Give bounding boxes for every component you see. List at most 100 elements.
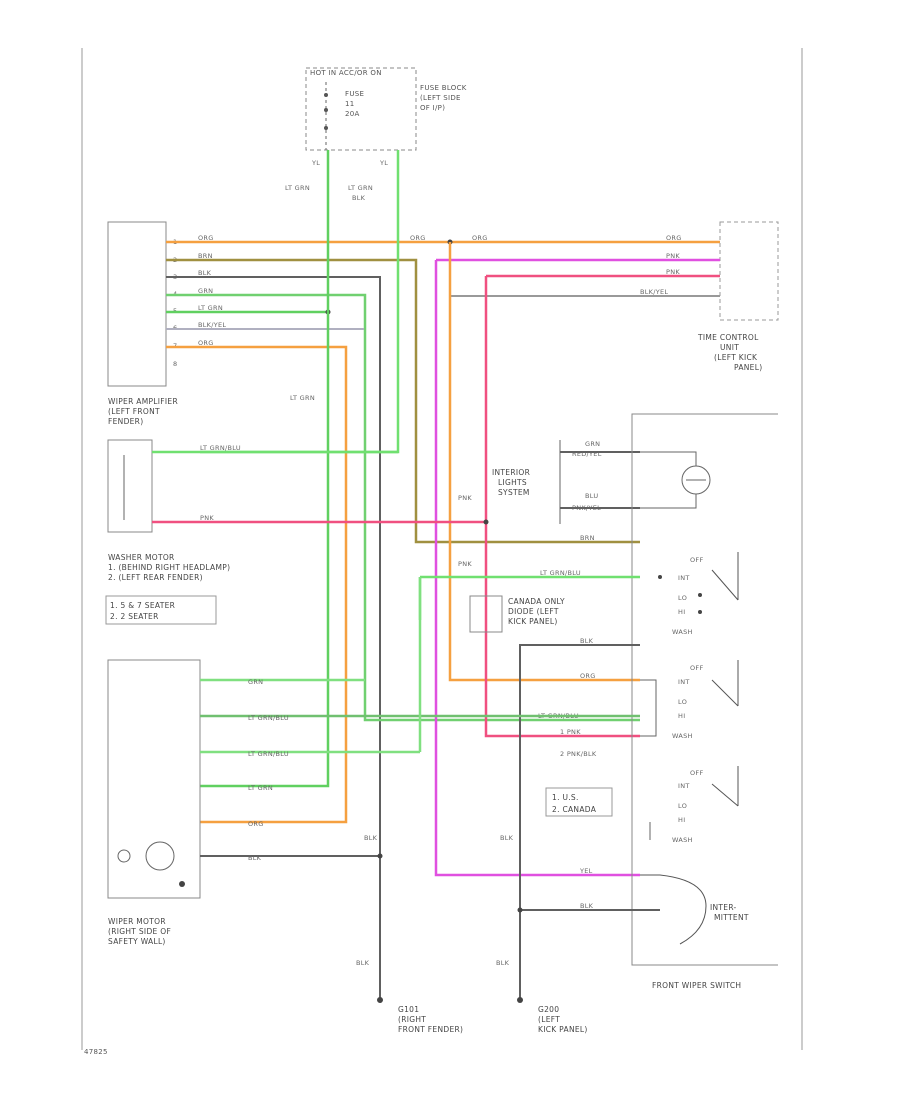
- svg-text:HI: HI: [678, 816, 685, 824]
- svg-text:WIPER MOTOR: WIPER MOTOR: [108, 917, 166, 926]
- svg-text:(LEFT KICK: (LEFT KICK: [714, 353, 758, 362]
- switch-section-3: OFF INT LO HI WASH: [649, 766, 739, 844]
- front-wiper-switch: FRONT WIPER SWITCH: [631, 413, 778, 990]
- svg-text:BLK/YEL: BLK/YEL: [198, 321, 226, 329]
- svg-text:(RIGHT SIDE OF: (RIGHT SIDE OF: [108, 927, 171, 936]
- ground-g101: BLK BLK G101 (RIGHT FRONT FENDER): [356, 834, 463, 1034]
- svg-text:LT GRN/BLU: LT GRN/BLU: [540, 569, 581, 577]
- svg-text:BLK: BLK: [352, 194, 366, 202]
- svg-text:1. U.S.: 1. U.S.: [552, 793, 579, 802]
- svg-text:G101: G101: [398, 1005, 419, 1014]
- svg-text:MITTENT: MITTENT: [714, 913, 749, 922]
- svg-text:LT GRN: LT GRN: [248, 784, 273, 792]
- svg-text:(RIGHT: (RIGHT: [398, 1015, 426, 1024]
- ground-g200: BLK BLK G200 (LEFT KICK PANEL): [496, 834, 588, 1034]
- svg-text:PANEL): PANEL): [734, 363, 762, 372]
- fuse-feed-wires: LT GRN: [200, 150, 400, 788]
- hot-in-acc-label: HOT IN ACC/OR ON: [310, 69, 382, 77]
- svg-text:INTER-: INTER-: [710, 903, 737, 912]
- org-vertical-wire: [448, 242, 640, 682]
- svg-text:LO: LO: [678, 594, 687, 602]
- svg-text:PNK: PNK: [666, 268, 680, 276]
- svg-text:LIGHTS: LIGHTS: [498, 478, 527, 487]
- svg-text:HI: HI: [678, 712, 685, 720]
- canada-box: 1. U.S. 2. CANADA: [545, 787, 613, 817]
- svg-text:2. (LEFT REAR FENDER): 2. (LEFT REAR FENDER): [108, 573, 203, 582]
- svg-text:1 PNK: 1 PNK: [560, 728, 581, 736]
- svg-text:FENDER): FENDER): [108, 417, 143, 426]
- svg-text:INT: INT: [678, 678, 690, 686]
- svg-text:YEL: YEL: [579, 867, 593, 875]
- svg-text:LO: LO: [678, 698, 687, 706]
- svg-text:FUSE: FUSE: [345, 90, 364, 98]
- svg-text:OFF: OFF: [690, 556, 704, 564]
- svg-text:WASHER MOTOR: WASHER MOTOR: [108, 553, 175, 562]
- svg-text:LT GRN/BLU: LT GRN/BLU: [248, 714, 289, 722]
- fuse-block: HOT IN ACC/OR ON FUSE 11 20A FUSE BLOCK …: [285, 67, 467, 202]
- svg-text:(LEFT: (LEFT: [538, 1015, 560, 1024]
- svg-text:FRONT WIPER SWITCH: FRONT WIPER SWITCH: [652, 981, 741, 990]
- svg-text:INTERIOR: INTERIOR: [492, 468, 530, 477]
- svg-text:ORG: ORG: [410, 234, 426, 242]
- svg-text:RED/YEL: RED/YEL: [572, 450, 602, 458]
- svg-text:LT GRN/BLU: LT GRN/BLU: [248, 750, 289, 758]
- svg-text:LT GRN: LT GRN: [285, 184, 310, 192]
- wiper-motor: GRN LT GRN/BLU LT GRN/BLU LT GRN ORG BLK…: [107, 659, 640, 946]
- svg-text:BLK: BLK: [580, 902, 594, 910]
- svg-text:SYSTEM: SYSTEM: [498, 488, 530, 497]
- svg-text:BLK: BLK: [364, 834, 378, 842]
- svg-text:GRN: GRN: [198, 287, 213, 295]
- svg-text:KICK PANEL): KICK PANEL): [538, 1025, 588, 1034]
- svg-text:BLK/YEL: BLK/YEL: [640, 288, 668, 296]
- canada-diode: CANADA ONLY DIODE (LEFT KICK PANEL): [469, 595, 565, 633]
- svg-text:BLU: BLU: [585, 492, 598, 500]
- svg-text:ORG: ORG: [248, 820, 264, 828]
- svg-text:WASH: WASH: [672, 836, 693, 844]
- svg-text:(LEFT SIDE: (LEFT SIDE: [420, 94, 461, 102]
- svg-text:1. 5 & 7 SEATER: 1. 5 & 7 SEATER: [110, 601, 175, 610]
- svg-text:HI: HI: [678, 608, 685, 616]
- svg-text:TIME CONTROL: TIME CONTROL: [697, 333, 759, 342]
- svg-text:PNK: PNK: [458, 560, 472, 568]
- svg-text:PNK: PNK: [200, 514, 214, 522]
- svg-text:11: 11: [345, 100, 355, 108]
- wiper-amplifier: 1 2 3 4 5 6 7 8 WIPER AMPLIFIER (LEFT FR…: [107, 221, 178, 426]
- interior-lights: GRN RED/YEL BLU PNK/YEL INTERIOR LIGHTS …: [492, 440, 640, 524]
- svg-text:2. CANADA: 2. CANADA: [552, 805, 597, 814]
- magenta-wire: [434, 260, 640, 877]
- diagram-code: 47825: [84, 1048, 108, 1056]
- svg-text:20A: 20A: [345, 110, 360, 118]
- svg-text:DIODE (LEFT: DIODE (LEFT: [508, 607, 559, 616]
- svg-text:ORG: ORG: [198, 234, 214, 242]
- svg-text:ORG: ORG: [580, 672, 596, 680]
- amp-wires: ORG ORG ORG ORG BRN BRN BLK GRN LT GRN B…: [166, 234, 720, 1000]
- washer-motor: WASHER MOTOR 1. (BEHIND RIGHT HEADLAMP) …: [107, 439, 230, 582]
- svg-text:FRONT FENDER): FRONT FENDER): [398, 1025, 463, 1034]
- svg-text:PNK/YEL: PNK/YEL: [572, 504, 601, 512]
- svg-text:(LEFT FRONT: (LEFT FRONT: [108, 407, 160, 416]
- svg-text:LT GRN/BLU: LT GRN/BLU: [200, 444, 241, 452]
- svg-text:8: 8: [173, 360, 177, 368]
- svg-text:INT: INT: [678, 574, 690, 582]
- svg-text:ORG: ORG: [472, 234, 488, 242]
- svg-text:PNK: PNK: [458, 494, 472, 502]
- svg-text:UNIT: UNIT: [720, 343, 739, 352]
- svg-text:BLK: BLK: [580, 637, 594, 645]
- svg-text:LT GRN: LT GRN: [348, 184, 373, 192]
- seater-box: 1. 5 & 7 SEATER 2. 2 SEATER: [105, 595, 217, 625]
- svg-text:FUSE BLOCK: FUSE BLOCK: [420, 84, 467, 92]
- svg-text:BLK: BLK: [356, 959, 370, 967]
- svg-text:CANADA ONLY: CANADA ONLY: [508, 597, 565, 606]
- switch-section-2: BLK OFF INT LO HI WASH LT GRN/BLU 1 PNK …: [519, 637, 739, 1000]
- intermittent-switch: YEL BLK INTER- MITTENT: [517, 867, 749, 945]
- svg-text:OFF: OFF: [690, 664, 704, 672]
- svg-text:BLK: BLK: [496, 959, 510, 967]
- svg-text:1. (BEHIND RIGHT HEADLAMP): 1. (BEHIND RIGHT HEADLAMP): [108, 563, 230, 572]
- svg-text:WASH: WASH: [672, 732, 693, 740]
- svg-text:BLK: BLK: [248, 854, 262, 862]
- svg-text:OF I/P): OF I/P): [420, 104, 445, 112]
- svg-text:GRN: GRN: [585, 440, 600, 448]
- svg-text:2 PNK/BLK: 2 PNK/BLK: [560, 750, 597, 758]
- svg-text:ORG: ORG: [198, 339, 214, 347]
